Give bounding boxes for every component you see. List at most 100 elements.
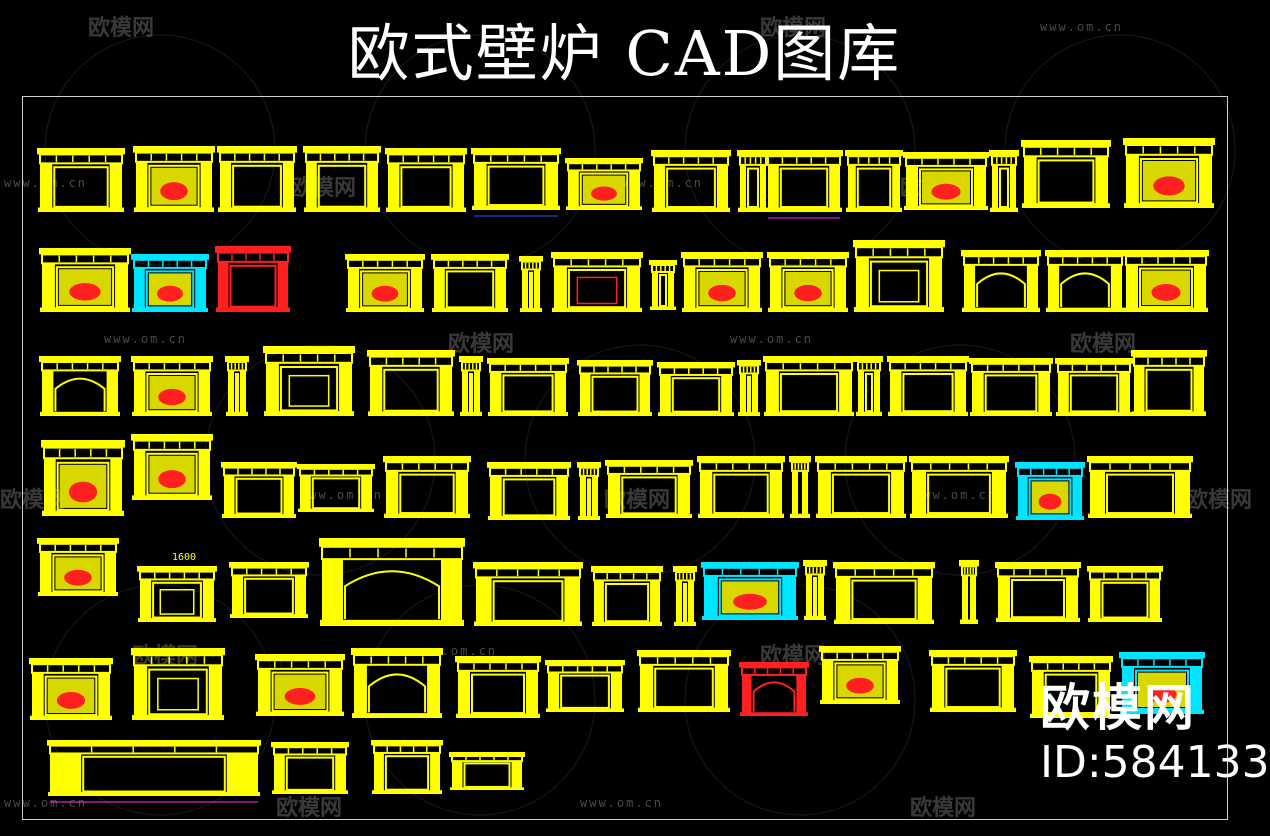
fireplace-base (834, 619, 934, 624)
fireplace-mantel (853, 240, 945, 248)
fireplace-mantel (577, 462, 601, 468)
fireplace-base (804, 615, 826, 620)
watermark-circle (684, 584, 916, 816)
fireplace-leg-right (208, 665, 222, 716)
fireplace-mantel (767, 252, 849, 258)
fireplace-opening (1028, 478, 1072, 517)
fire-icon (69, 283, 101, 301)
fireplace-inner-frame (576, 276, 618, 305)
fireplace-leg-right (891, 470, 904, 515)
fireplace-mantel (1087, 456, 1193, 463)
fireplace-leg-right (769, 470, 782, 515)
fireplace-frieze (805, 565, 825, 576)
fireplace-base (970, 411, 1052, 416)
fireplace-leg-right (104, 551, 116, 593)
fireplace-leg-left (434, 267, 445, 309)
fireplace-opening (1135, 669, 1189, 711)
watermark-brand: 欧模网 (1186, 487, 1253, 512)
fireplace-frieze (1017, 466, 1083, 477)
fireplace-frieze (133, 654, 223, 667)
dimension-label: 1600 (172, 552, 196, 563)
fireplace-frieze (451, 754, 523, 763)
fireplace-leg-right (202, 579, 214, 619)
fireplace-leg-right (226, 753, 258, 793)
fireplace-opening (469, 373, 473, 413)
fireplace-opening (317, 164, 367, 208)
fire-icon (846, 677, 874, 694)
fireplace-leg-right (954, 370, 966, 413)
fireplace-base (1022, 203, 1110, 208)
fireplace-base (134, 207, 214, 212)
fireplace-leg-right (1110, 264, 1122, 309)
fireplace-leg-right (526, 670, 538, 715)
fireplace-opening (1139, 267, 1193, 309)
fireplace-frieze (593, 571, 661, 582)
fireplace-opening (1101, 581, 1149, 619)
fireplace-leg-right (329, 668, 342, 713)
fireplace-leg-left (140, 579, 152, 619)
fireplace-mantel (739, 662, 809, 668)
fireplace-base (346, 307, 424, 312)
fireplace-frieze (139, 570, 215, 581)
fireplace-leg-right (534, 269, 540, 309)
fireplace-frieze (39, 153, 123, 165)
fireplace-opening (492, 580, 564, 622)
fireplace-opening (82, 755, 226, 793)
fireplace-base (930, 707, 1016, 712)
fireplace-mantel (1045, 250, 1125, 257)
fireplace-leg-left (476, 577, 492, 623)
fireplace-frieze (739, 155, 767, 166)
fireplace-leg-right (98, 672, 110, 717)
fireplace-base (996, 617, 1080, 622)
fireplace-base (856, 411, 882, 416)
fireplace-leg-left (660, 374, 671, 413)
fireplace-mantel (29, 658, 113, 665)
fireplace-frieze (683, 257, 761, 268)
fireplace-frieze (847, 155, 901, 166)
fireplace-leg-left (742, 674, 752, 713)
fire-icon (1147, 685, 1177, 703)
fireplace-leg-right (294, 575, 306, 615)
fireplace-mantel (217, 146, 297, 153)
fireplace-mantel (131, 434, 213, 441)
fireplace-leg-left (1126, 264, 1138, 309)
fireplace-frieze (703, 566, 797, 577)
fireplace-base (990, 207, 1018, 212)
fireplace-leg-left (1122, 666, 1134, 711)
fireplace-leg-left (274, 754, 285, 791)
fireplace-opening (945, 667, 1001, 709)
fireplace-mantel (803, 560, 827, 566)
fireplace-mantel (763, 356, 855, 362)
fireplace-leg-left (652, 272, 658, 307)
fireplace-leg-right (818, 574, 824, 617)
fireplace-leg-left (704, 575, 718, 617)
fireplace-leg-left (42, 263, 55, 309)
fireplace-leg-left (594, 580, 604, 623)
fireplace-leg-left (388, 163, 400, 209)
fireplace-frieze (991, 155, 1017, 166)
fireplace-leg-right (1010, 164, 1016, 209)
watermark-brand: 欧模网 (910, 795, 977, 820)
fireplace-leg-right (1175, 470, 1190, 515)
fireplace-leg-left (136, 161, 148, 209)
fireplace-frieze (1121, 657, 1203, 668)
fireplace-frieze (675, 571, 695, 582)
fireplace-leg-left (700, 470, 713, 515)
fireplace-inner-frame (878, 269, 920, 303)
fireplace-leg-right (892, 164, 900, 209)
fireplace-base (910, 513, 1008, 518)
fireplace-mantel (909, 456, 1009, 463)
watermark-brand: 欧模网 (88, 15, 155, 40)
fireplace-base (592, 621, 662, 626)
fireplace-leg-left (458, 670, 470, 715)
fireplace-frieze (321, 545, 463, 561)
fireplace-mantel (577, 360, 653, 366)
fireplace-frieze (231, 566, 307, 577)
fireplace-opening (244, 577, 294, 615)
fireplace-leg-right (917, 576, 932, 621)
fireplace-base (552, 307, 642, 312)
fireplace-frieze (223, 466, 295, 477)
page-title: 欧式壁炉 CAD图库 (347, 17, 902, 90)
fireplace-frieze (791, 461, 809, 472)
